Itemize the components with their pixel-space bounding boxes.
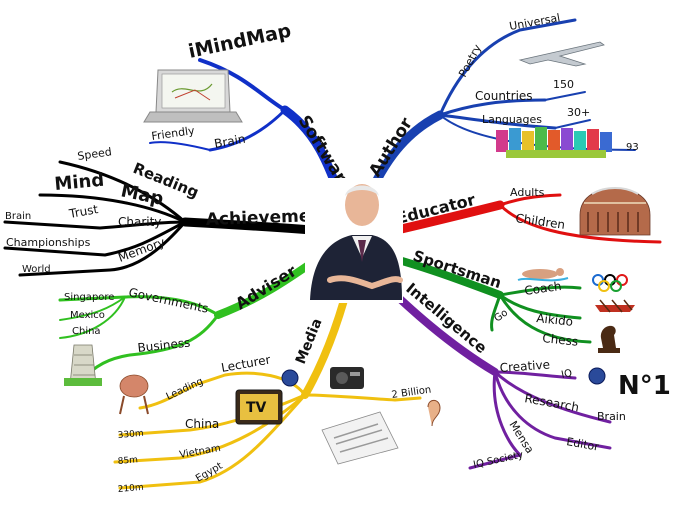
branch-educator: Educator Adults Children [370, 186, 662, 244]
countries-label: Countries [475, 89, 533, 103]
m330-label: 330m [117, 429, 144, 441]
tv-icon: TV [235, 389, 283, 425]
speed-label: Speed [77, 145, 113, 163]
branch-achievements: Achievements Speed Reading Mind Map Brai… [3, 145, 341, 277]
creative-label: Creative [499, 358, 550, 375]
building-icon [64, 344, 102, 386]
charity-label: Charity [118, 215, 161, 229]
lecturer-label: Lecturer [220, 353, 271, 375]
world-label: World [22, 264, 51, 275]
globe-icon [588, 367, 606, 385]
egypt-label: Egypt [194, 461, 225, 485]
branch-intelligence: Intelligence Creative IQ N°1 Research Br… [366, 266, 671, 471]
iq-label: IQ [560, 368, 573, 381]
aikido-label: Aikido [536, 311, 574, 329]
vietnam-label: Vietnam [179, 443, 222, 461]
branch-author: Author Poetry Universal Countries 150 La… [360, 11, 639, 210]
coach-label: Coach [523, 279, 562, 298]
face [345, 184, 379, 226]
royal-albert-hall-icon [579, 187, 651, 236]
m210-label: 210m [117, 483, 144, 495]
governments-label: Governments [127, 285, 209, 316]
singapore-label: Singapore [64, 292, 114, 303]
count-93-label: 93 [626, 142, 639, 153]
olympic-rings-icon [592, 274, 628, 292]
adults-label: Adults [510, 186, 545, 199]
friendly-label: Friendly [151, 124, 196, 143]
children-label: Children [515, 211, 566, 232]
chess-label: Chess [542, 331, 579, 349]
imindmap-label: iMindMap [186, 20, 293, 63]
ear-icon [427, 399, 441, 427]
china-adviser-label: China [72, 326, 101, 337]
count-150-label: 150 [553, 78, 574, 91]
center-portrait [305, 178, 403, 303]
brain-trust-label: Brain [5, 211, 31, 222]
universal-label: Universal [508, 11, 561, 33]
china-media-label: China [185, 417, 219, 431]
business-label: Business [137, 336, 191, 355]
iq-society-label: IQ Society [472, 450, 524, 471]
poetry-label: Poetry [456, 42, 484, 80]
adviser-label: Adviser [232, 261, 300, 313]
books-icon [496, 127, 612, 158]
laptop-icon [143, 69, 243, 123]
mexico-label: Mexico [70, 310, 105, 321]
research-label: Research [523, 391, 580, 414]
brain-intelligence-label: Brain [597, 410, 626, 423]
m85-label: 85m [117, 455, 138, 467]
editor-label: Editor [565, 435, 600, 454]
branch-adviser: Adviser Governments Singapore Mexico Chi… [58, 241, 342, 386]
newspapers-icon [321, 411, 399, 465]
globe-media-icon [281, 369, 299, 387]
leading-label: Leading [165, 376, 205, 403]
rowing-boat-icon [595, 299, 635, 313]
radio-icon [330, 367, 364, 389]
championships-label: Championships [6, 236, 91, 249]
concorde-plane-icon [518, 41, 605, 67]
chess-knight-icon [598, 325, 620, 353]
tv-label: TV [246, 400, 267, 416]
author-label: Author [365, 114, 417, 181]
mind-label: Mind [54, 170, 105, 195]
count-30-label: 30+ [567, 106, 590, 119]
languages-label: Languages [482, 113, 542, 126]
swimmer-icon [517, 268, 569, 282]
trust-label: Trust [67, 202, 99, 221]
intelligence-label: Intelligence [402, 279, 490, 357]
brain-software-label: Brain [213, 132, 246, 151]
brain-figure-icon [119, 374, 149, 415]
number-one-label: N°1 [618, 371, 671, 401]
